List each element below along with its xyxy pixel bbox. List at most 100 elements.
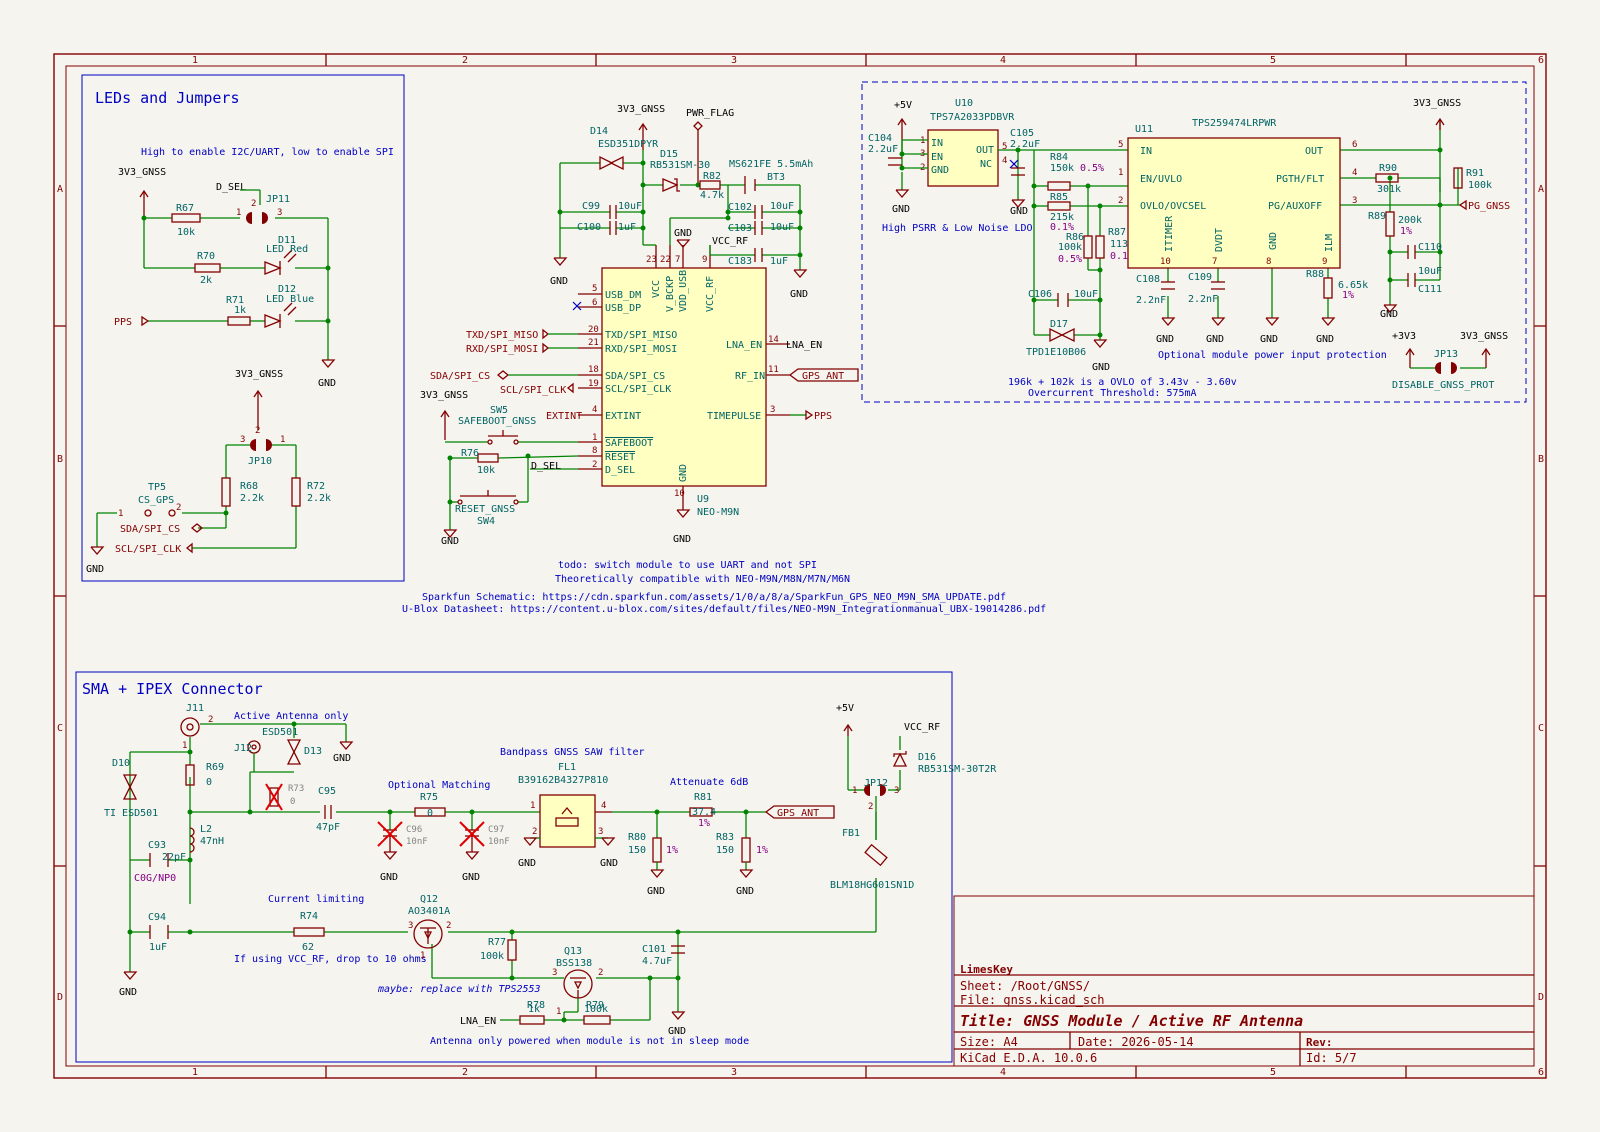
ldo-u10 [927, 129, 999, 187]
svg-text:GND: GND [1156, 334, 1174, 345]
svg-text:SDA/SPI_CS: SDA/SPI_CS [605, 371, 665, 382]
svg-text:9: 9 [1322, 257, 1327, 267]
svg-text:3V3_GNSS: 3V3_GNSS [1460, 331, 1508, 342]
svg-text:GND: GND [892, 204, 910, 215]
led-d11: D11 LED Red [264, 235, 308, 275]
ref-u9: U9 [697, 494, 709, 505]
svg-text:2: 2 [592, 460, 597, 470]
svg-text:Antenna only powered when modu: Antenna only powered when module is not … [430, 1036, 749, 1047]
svg-text:LNA_EN: LNA_EN [726, 340, 762, 351]
led-d12: D12 LED Blue [264, 284, 314, 328]
svg-text:+5V: +5V [836, 703, 854, 714]
svg-text:2: 2 [176, 503, 181, 513]
svg-text:C95: C95 [318, 786, 336, 797]
svg-text:R81: R81 [694, 792, 712, 803]
svg-text:100k: 100k [584, 1004, 608, 1015]
svg-text:GND: GND [647, 886, 665, 897]
svg-text:+3V3: +3V3 [1392, 331, 1416, 342]
svg-text:3V3_GNSS: 3V3_GNSS [235, 369, 283, 380]
svg-text:EN: EN [931, 152, 943, 163]
tb-company: LimesKey [960, 963, 1013, 976]
svg-text:0.1%: 0.1% [1050, 222, 1074, 233]
svg-text:SCL/SPI_CLK: SCL/SPI_CLK [605, 384, 671, 395]
svg-text:GND: GND [790, 289, 808, 300]
svg-text:OUT: OUT [1305, 146, 1323, 157]
svg-text:J11: J11 [186, 703, 204, 714]
svg-text:GND: GND [1316, 334, 1334, 345]
net-label-dsel: D_SEL [216, 182, 246, 193]
diode-d14: D14 ESD351DPYR [590, 126, 659, 171]
svg-text:100k: 100k [1468, 180, 1492, 191]
svg-text:R77: R77 [488, 937, 506, 948]
svg-text:4: 4 [592, 405, 597, 415]
svg-text:62: 62 [302, 942, 314, 953]
svg-text:4: 4 [1002, 156, 1007, 166]
svg-text:10uF: 10uF [770, 201, 794, 212]
svg-text:4: 4 [601, 801, 606, 811]
resistor-r70 [194, 263, 221, 273]
testpoint-tp5: 12 TP5 CS_GPS [118, 482, 181, 519]
svg-text:37.4: 37.4 [692, 807, 716, 818]
svg-text:ILM: ILM [1324, 234, 1335, 252]
svg-text:D_SEL: D_SEL [605, 465, 635, 476]
svg-text:R73: R73 [288, 784, 304, 794]
svg-text:TI ESD501: TI ESD501 [104, 808, 158, 819]
protection-ic-u11 [1127, 137, 1341, 269]
svg-text:L2: L2 [200, 824, 212, 835]
svg-text:EXTINT: EXTINT [546, 411, 582, 422]
col-label: 5 [1270, 1067, 1276, 1078]
svg-text:R78: R78 [527, 1000, 545, 1011]
resistor-r67 [171, 213, 201, 223]
svg-text:1: 1 [530, 801, 535, 811]
row-label: A [1538, 184, 1544, 195]
svg-text:LED Red: LED Red [266, 244, 308, 255]
svg-text:6.65k: 6.65k [1338, 280, 1368, 291]
global-label-pps: PPS [114, 317, 132, 328]
svg-text:SW4: SW4 [477, 516, 495, 527]
tb-sheet: Sheet: /Root/GNSS/ [960, 979, 1090, 993]
diode-d15: D15 RB531SM-30 [650, 149, 710, 192]
svg-text:10uF: 10uF [770, 222, 794, 233]
svg-text:2: 2 [446, 921, 451, 931]
svg-text:GND: GND [119, 987, 137, 998]
svg-text:GND: GND [550, 276, 568, 287]
svg-text:GND: GND [1010, 206, 1028, 217]
svg-text:0: 0 [206, 777, 212, 788]
svg-text:TPD1E10B06: TPD1E10B06 [1026, 347, 1086, 358]
svg-text:10uF: 10uF [1074, 289, 1098, 300]
sheet-frame: 1 2 3 4 5 6 1 2 3 4 5 6 A B C D A B C D [53, 53, 1547, 1079]
svg-text:1k: 1k [234, 305, 246, 316]
svg-text:R71: R71 [226, 295, 244, 306]
svg-text:OVLO/OVCSEL: OVLO/OVCSEL [1140, 201, 1206, 212]
col-label: 2 [462, 55, 468, 66]
svg-text:GND: GND [1206, 334, 1224, 345]
svg-text:196k + 102k is a OVLO of 3.43v: 196k + 102k is a OVLO of 3.43v - 3.60v [1008, 377, 1237, 388]
svg-text:C0G/NP0: C0G/NP0 [134, 873, 176, 884]
global-label-gps-ant-rf: GPS_ANT [764, 805, 835, 819]
svg-text:GND: GND [518, 858, 536, 869]
svg-text:R91: R91 [1466, 168, 1484, 179]
row-label: C [57, 723, 63, 734]
note-compat: Theoretically compatible with NEO-M9N/M8… [555, 574, 850, 585]
svg-text:1: 1 [420, 951, 425, 961]
svg-text:1: 1 [920, 136, 925, 146]
svg-text:FL1: FL1 [558, 762, 576, 773]
svg-text:GND: GND [441, 536, 459, 547]
svg-text:R83: R83 [716, 832, 734, 843]
svg-text:LNA_EN: LNA_EN [460, 1016, 496, 1027]
svg-text:D10: D10 [112, 758, 130, 769]
svg-text:USB_DP: USB_DP [605, 303, 641, 314]
svg-text:RF_IN: RF_IN [735, 371, 765, 382]
svg-text:3: 3 [598, 827, 603, 837]
svg-text:10: 10 [674, 489, 685, 499]
svg-text:0: 0 [290, 797, 295, 807]
svg-text:10uF: 10uF [618, 201, 642, 212]
svg-text:RESET_GNSS: RESET_GNSS [455, 504, 515, 515]
svg-text:USB_DM: USB_DM [605, 290, 641, 301]
svg-text:GPS_ANT: GPS_ANT [802, 371, 844, 382]
svg-text:High PSRR & Low Noise LDO: High PSRR & Low Noise LDO [882, 223, 1033, 234]
svg-text:9: 9 [702, 255, 707, 265]
svg-text:4.7k: 4.7k [700, 190, 724, 201]
